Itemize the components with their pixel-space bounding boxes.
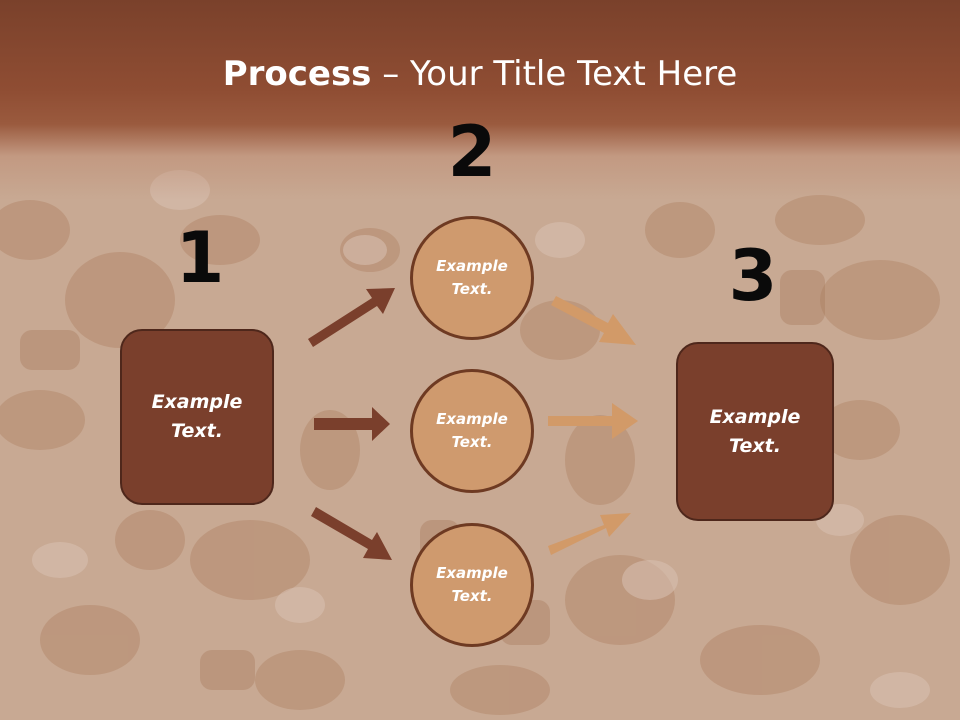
right-box-text: Example Text.	[709, 405, 801, 457]
circle-bottom: Example Text.	[410, 523, 534, 647]
step-number-1: 1	[175, 217, 225, 299]
arrow-middle-to-right	[548, 403, 638, 439]
left-box-text: Example Text.	[151, 391, 243, 442]
arrow-left-to-bottom	[311, 507, 392, 560]
step-number-3: 3	[728, 235, 778, 317]
right-box: Example Text.	[676, 342, 834, 521]
title-rest: – Your Title Text Here	[371, 54, 738, 94]
title-band	[0, 0, 960, 200]
left-box: Example Text.	[120, 329, 274, 505]
title-bold: Process	[222, 54, 372, 94]
arrow-left-to-middle	[314, 407, 390, 441]
circle-middle: Example Text.	[410, 369, 534, 493]
slide-title: Process – Your Title Text Here	[0, 52, 960, 96]
circle-top: Example Text.	[410, 216, 534, 340]
circle-top-text: Example Text.	[436, 257, 508, 298]
arrow-bottom-to-right	[548, 513, 631, 555]
step-number-2: 2	[447, 111, 497, 193]
circle-middle-text: Example Text.	[436, 410, 508, 451]
circle-bottom-text: Example Text.	[436, 564, 508, 605]
arrow-left-to-top	[308, 288, 395, 347]
arrow-top-to-right	[551, 296, 636, 345]
